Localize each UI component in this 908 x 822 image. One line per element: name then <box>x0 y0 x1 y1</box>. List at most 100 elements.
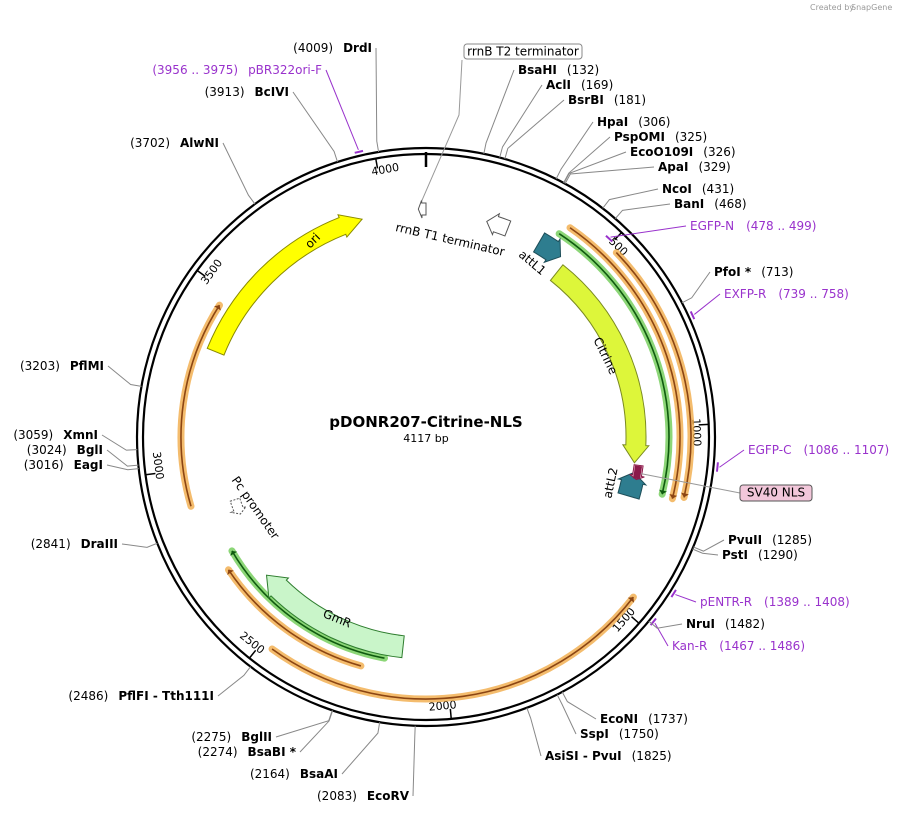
feature-rrnb-t2 <box>418 200 426 218</box>
site-name-bsahi: BsaHI <box>518 63 557 77</box>
site-leader-bglii <box>276 710 332 737</box>
leader-rrnb-t2 <box>422 60 462 201</box>
site-name-xmni: XmnI <box>63 428 98 442</box>
label-attl2: attL2 <box>600 466 620 499</box>
site-leader-bcivi <box>293 92 337 162</box>
site-name-drdi: DrdI <box>343 41 372 55</box>
site-leader-pfoi <box>682 272 710 303</box>
primer-leader-pbr322ori-f <box>326 70 358 150</box>
site-pos-ecorv: (2083) <box>317 789 357 803</box>
primer-name-kan-r: Kan-R <box>672 639 707 653</box>
site-pos-bglii: (2275) <box>191 730 231 744</box>
site-name-bglii: BglII <box>241 730 272 744</box>
primer-range-pentr-r: (1389 .. 1408) <box>764 595 850 609</box>
site-pos-nrui: (1482) <box>725 617 765 631</box>
site-name-ecorv: EcoRV <box>367 789 410 803</box>
site-leader-bsabi <box>300 711 333 752</box>
site-name-alwni: AlwNI <box>180 136 219 150</box>
site-leader-pflfi-tth111i <box>218 667 251 696</box>
primer-range-exfp-r: (739 .. 758) <box>778 287 848 301</box>
site-name-econi: EcoNI <box>600 712 638 726</box>
credit-text: Created by <box>810 3 854 12</box>
site-leader-bsahi <box>484 70 514 154</box>
label-rrnb-t2: rrnB T2 terminator <box>467 45 579 59</box>
site-pos-bsabi: (2274) <box>198 745 238 759</box>
site-leader-pvuii <box>693 540 724 551</box>
site-leader-drdi <box>376 48 379 152</box>
site-pos-apai: (329) <box>698 160 730 174</box>
primer-range-egfp-n: (478 .. 499) <box>746 219 816 233</box>
site-name-asisi-pvui: AsiSI - PvuI <box>545 749 622 763</box>
feature-rrnb-t1 <box>487 214 511 236</box>
site-leader-draiii <box>122 543 157 547</box>
site-name-apai: ApaI <box>658 160 688 174</box>
tick-label-4000: 4000 <box>370 161 400 179</box>
primer-leader-pentr-r <box>675 595 696 602</box>
site-leader-xmni <box>102 435 137 450</box>
site-name-bcivi: BcIVI <box>255 85 289 99</box>
plasmid-size: 4117 bp <box>403 432 448 445</box>
site-leader-alwni <box>223 143 255 204</box>
site-pos-alwni: (3702) <box>130 136 170 150</box>
site-name-sspi: SspI <box>580 727 609 741</box>
site-name-pvuii: PvuII <box>728 533 762 547</box>
site-pos-ncoi: (431) <box>702 182 734 196</box>
site-pos-sspi: (1750) <box>619 727 659 741</box>
primer-leader-exfp-r <box>694 294 720 314</box>
primer-range-egfp-c: (1086 .. 1107) <box>803 443 889 457</box>
site-pos-bsrbi: (181) <box>614 93 646 107</box>
site-name-psti: PstI <box>722 548 748 562</box>
site-name-nrui: NruI <box>686 617 715 631</box>
site-name-acli: AclI <box>546 78 571 92</box>
site-leader-asisi-pvui <box>527 708 541 756</box>
site-pos-draiii: (2841) <box>31 537 71 551</box>
site-pos-hpai: (306) <box>638 115 670 129</box>
label-sv40-nls: SV40 NLS <box>747 486 805 500</box>
primer-leader-egfp-c <box>719 450 744 467</box>
site-pos-pflfi-tth111i: (2486) <box>68 689 108 703</box>
site-leader-ecoo109i <box>564 152 626 183</box>
site-pos-acli: (169) <box>581 78 613 92</box>
site-leader-bani <box>615 204 670 219</box>
site-pos-eagi: (3016) <box>24 458 64 472</box>
site-pos-bsaai: (2164) <box>250 767 290 781</box>
site-name-bsabi: BsaBI * <box>248 745 297 759</box>
plasmid-name: pDONR207-Citrine-NLS <box>329 413 522 431</box>
primer-name-egfp-c: EGFP-C <box>748 443 791 457</box>
site-pos-pfoi: (713) <box>761 265 793 279</box>
site-leader-pspomi <box>564 137 610 183</box>
site-pos-asisi-pvui: (1825) <box>632 749 672 763</box>
site-pos-bsahi: (132) <box>567 63 599 77</box>
primer-name-exfp-r: EXFP-R <box>724 287 766 301</box>
site-pos-psti: (1290) <box>758 548 798 562</box>
primer-mark-pbr322ori-f <box>355 151 363 153</box>
site-leader-acli <box>500 85 542 158</box>
primer-range-kan-r: (1467 .. 1486) <box>719 639 805 653</box>
site-pos-bani: (468) <box>714 197 746 211</box>
site-name-pspomi: PspOMI <box>614 130 665 144</box>
primer-name-pentr-r: pENTR-R <box>700 595 752 609</box>
primer-mark-pentr-r <box>671 590 676 597</box>
site-leader-pflmi <box>108 366 141 386</box>
tick-label-3000: 3000 <box>150 451 167 480</box>
primer-mark-egfp-c <box>717 462 718 471</box>
site-name-pflmi: PflMI <box>70 359 104 373</box>
primer-name-pbr322ori-f: pBR322ori-F <box>248 63 322 77</box>
site-pos-ecoo109i: (326) <box>703 145 735 159</box>
site-leader-ncoi <box>603 189 658 208</box>
primer-mark-exfp-r <box>691 311 695 319</box>
site-leader-bsaai <box>342 722 380 774</box>
site-name-bgli: BglI <box>77 443 103 457</box>
site-name-pfoi: PfoI * <box>714 265 752 279</box>
site-pos-pspomi: (325) <box>675 130 707 144</box>
site-name-ncoi: NcoI <box>662 182 692 196</box>
site-name-hpai: HpaI <box>597 115 628 129</box>
site-name-ecoo109i: EcoO109I <box>630 145 693 159</box>
site-pos-pvuii: (1285) <box>772 533 812 547</box>
site-name-draiii: DraIII <box>81 537 118 551</box>
site-pos-bcivi: (3913) <box>205 85 245 99</box>
site-name-bani: BanI <box>674 197 704 211</box>
site-pos-bgli: (3024) <box>27 443 67 457</box>
